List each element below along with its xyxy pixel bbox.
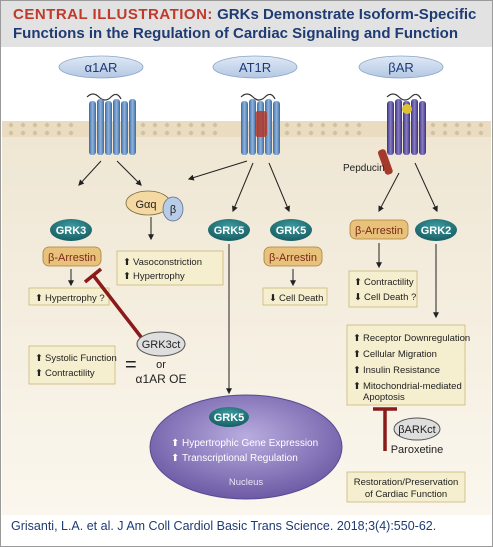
equals-sign: = xyxy=(125,354,137,376)
pepducin: Pepducin xyxy=(343,149,393,175)
grk5-right-pill: GRK5 xyxy=(270,219,312,241)
receptor-arrows xyxy=(78,160,438,213)
vasoconstriction-text: Vasoconstriction xyxy=(133,257,202,268)
hypertrophy-q-text: Hypertrophy ? xyxy=(45,293,105,304)
cell-migration-text: Cellular Migration xyxy=(363,349,437,360)
grk5-right-label: GRK5 xyxy=(276,225,307,237)
svg-text:⬆: ⬆ xyxy=(354,277,362,288)
receptor-n-termini xyxy=(86,93,422,101)
title-line-2: Functions in the Regulation of Cardiac S… xyxy=(13,25,458,42)
g-beta-label: β xyxy=(170,204,176,216)
nucleus-line1: Hypertrophic Gene Expression xyxy=(182,438,318,449)
mito1-text: Mitochondrial-mediated xyxy=(363,381,462,392)
at1-label-text: AT1R xyxy=(239,60,271,75)
citation: Grisanti, L.A. et al. J Am Coll Cardiol … xyxy=(11,519,437,533)
svg-text:⬆: ⬆ xyxy=(171,438,179,449)
alpha1ar-receptor xyxy=(89,99,136,155)
grk3ct-label: GRK3ct xyxy=(142,339,181,351)
cell-death-text: Cell Death xyxy=(279,293,323,304)
alpha1-label-text: α1AR xyxy=(85,60,118,75)
signaling-diagram: α1AR AT1R βAR xyxy=(2,55,491,515)
svg-text:⬆: ⬆ xyxy=(123,271,131,282)
arrestin-beta-label: β-Arrestin xyxy=(355,225,403,237)
grk5-left-label: GRK5 xyxy=(214,225,245,237)
title-banner: CENTRAL ILLUSTRATION: GRKs Demonstrate I… xyxy=(1,1,492,47)
grk2-outcome-box: ⬆ Receptor Downregulation ⬆ Cellular Mig… xyxy=(346,324,470,406)
svg-text:⬇: ⬇ xyxy=(269,293,277,304)
cell-death-q-text: Cell Death ? xyxy=(364,292,416,303)
restoration-line1: Restoration/Preservation xyxy=(354,477,459,488)
nucleus-grk5-label: GRK5 xyxy=(214,412,245,424)
receptor-down-text: Receptor Downregulation xyxy=(363,333,470,344)
g-alpha-label: Gαq xyxy=(135,199,156,211)
cell-death-box: ⬇ Cell Death xyxy=(262,287,328,306)
title-prefix: CENTRAL ILLUSTRATION: xyxy=(13,6,213,23)
svg-text:⬆: ⬆ xyxy=(35,293,43,304)
nucleus-line2: Transcriptional Regulation xyxy=(182,453,298,464)
gq-outcome-box: ⬆ Vasoconstriction ⬆ Hypertrophy xyxy=(116,250,224,286)
grk3ct-inhibition xyxy=(83,267,143,339)
beta-arrestin-outcome-box: ⬆ Contractility ⬇ Cell Death ? xyxy=(348,270,418,308)
arrestin-alpha1-label: β-Arrestin xyxy=(48,252,96,264)
mito2-text: Apoptosis xyxy=(363,392,405,403)
svg-text:⬆: ⬆ xyxy=(353,333,361,344)
systolic-text: Systolic Function xyxy=(45,353,117,364)
receptor-alpha1-label: α1AR xyxy=(58,55,144,79)
receptor-beta-label: βAR xyxy=(358,55,444,79)
grk3-pill: GRK3 xyxy=(50,219,92,241)
restoration-box: Restoration/Preservation of Cardiac Func… xyxy=(346,471,466,503)
arrestin-beta: β-Arrestin xyxy=(349,219,409,240)
hypertrophy-q-box: ⬆ Hypertrophy ? xyxy=(28,287,110,306)
barkct-pill: βARKct xyxy=(393,417,441,441)
svg-text:⬆: ⬆ xyxy=(123,257,131,268)
arrestin-at1: β-Arrestin xyxy=(263,246,323,267)
grk3-label: GRK3 xyxy=(56,225,87,237)
hypertrophy-text: Hypertrophy xyxy=(133,271,185,282)
beta-label-text: βAR xyxy=(388,60,414,75)
insulin-text: Insulin Resistance xyxy=(363,365,440,376)
pepducin-label: Pepducin xyxy=(343,163,385,174)
title-text-1: GRKs Demonstrate Isoform-Specific xyxy=(217,6,477,23)
nucleus-label: Nucleus xyxy=(229,477,264,488)
grk5-left-pill: GRK5 xyxy=(208,219,250,241)
barkct-inhibition xyxy=(373,407,397,451)
svg-text:⬆: ⬆ xyxy=(35,353,43,364)
nucleus: GRK5 ⬆ Hypertrophic Gene Expression ⬆ Tr… xyxy=(149,394,343,500)
title-line-1: CENTRAL ILLUSTRATION: GRKs Demonstrate I… xyxy=(13,5,476,24)
arrestin-at1-label: β-Arrestin xyxy=(269,252,317,264)
or-label: or xyxy=(156,359,166,371)
svg-text:⬇: ⬇ xyxy=(354,292,362,303)
svg-text:⬆: ⬆ xyxy=(353,365,361,376)
svg-text:⬆: ⬆ xyxy=(353,381,361,392)
paroxetine-label: Paroxetine xyxy=(391,444,444,456)
systolic-contractility-text: Contractility xyxy=(45,368,95,379)
receptor-at1-label: AT1R xyxy=(212,55,298,79)
grk2-pill: GRK2 xyxy=(415,219,457,241)
restoration-line2: of Cardiac Function xyxy=(365,489,447,500)
barkct-label: βARKct xyxy=(398,424,436,436)
alpha1-oe-label: α1AR OE xyxy=(136,372,187,386)
svg-text:⬆: ⬆ xyxy=(171,453,179,464)
downstream-arrows xyxy=(68,243,439,395)
arrestin-alpha1: β-Arrestin xyxy=(42,246,102,267)
g-protein: Gαq β xyxy=(125,190,184,222)
betaar-receptor xyxy=(387,99,426,155)
svg-text:⬆: ⬆ xyxy=(353,349,361,360)
at1r-receptor xyxy=(241,99,280,155)
contractility-text: Contractility xyxy=(364,277,414,288)
systolic-box: ⬆ Systolic Function ⬆ Contractility xyxy=(28,345,117,385)
grk3ct-pill: GRK3ct xyxy=(136,331,186,357)
grk2-label: GRK2 xyxy=(421,225,452,237)
svg-text:⬆: ⬆ xyxy=(35,368,43,379)
